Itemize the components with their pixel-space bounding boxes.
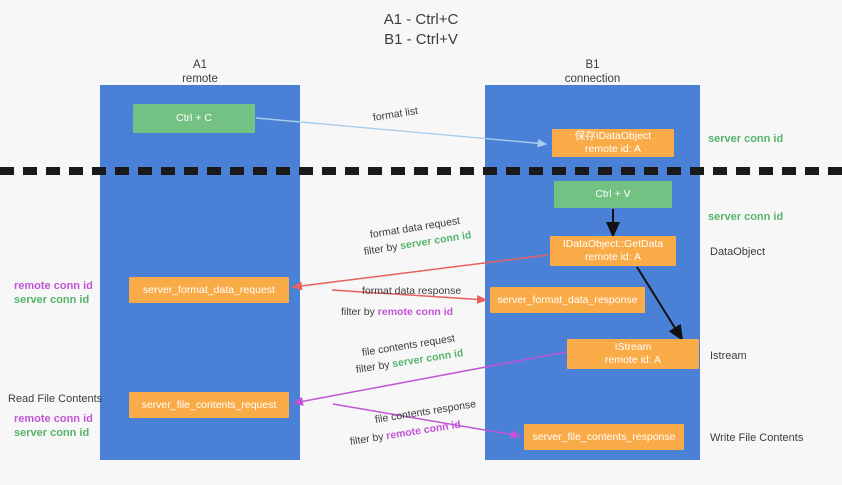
box-idataobject-getdata[interactable]: IDataObject::GetData remote id: A xyxy=(550,236,676,266)
column-a1-name: A1 xyxy=(192,59,208,71)
box-server-format-data-response-label: server_format_data_response xyxy=(497,293,638,306)
box-save-idataobject-line1: 保存IDataObject xyxy=(574,130,652,142)
left-label-remote-conn-id-2: remote conn id xyxy=(14,413,93,425)
box-save-idataobject-line2: remote id: A xyxy=(584,143,642,155)
box-istream-line2: remote id: A xyxy=(604,354,662,366)
left-label-conn-ids-2: remote conn id server conn id xyxy=(14,412,93,440)
left-label-remote-conn-id-1: remote conn id xyxy=(14,280,93,292)
filter-prefix: filter by xyxy=(363,240,402,258)
box-istream-line1: IStream xyxy=(614,341,652,353)
column-b1-sub: connection xyxy=(564,73,621,85)
right-label-write-file-contents: Write File Contents xyxy=(710,432,804,444)
edge-label-format-list: format list xyxy=(372,104,419,124)
column-b1-name: B1 xyxy=(585,59,600,71)
box-ctrl-v-label: Ctrl + V xyxy=(595,188,631,200)
box-server-format-data-request[interactable]: server_format_data_request xyxy=(129,277,289,303)
box-ctrl-v[interactable]: Ctrl + V xyxy=(554,181,672,208)
right-label-server-conn-id-second: server conn id xyxy=(708,211,784,223)
right-label-istream: Istream xyxy=(710,350,747,362)
box-save-idataobject[interactable]: 保存IDataObject remote id: A xyxy=(552,129,674,157)
box-server-file-contents-response-label: server_file_contents_response xyxy=(532,430,676,443)
left-label-read-file-contents: Read File Contents xyxy=(8,393,103,405)
page-title: A1 - Ctrl+C B1 - Ctrl+V xyxy=(0,10,842,50)
box-server-file-contents-request-label: server_file_contents_request xyxy=(141,398,277,411)
title-line-2: B1 - Ctrl+V xyxy=(384,31,458,48)
left-label-server-conn-id-1: server conn id xyxy=(14,294,90,306)
box-server-file-contents-request[interactable]: server_file_contents_request xyxy=(129,392,289,418)
box-server-format-data-request-label: server_format_data_request xyxy=(143,283,275,296)
title-line-1: A1 - Ctrl+C xyxy=(383,11,459,28)
left-label-conn-ids-1: remote conn id server conn id xyxy=(14,279,93,307)
box-istream[interactable]: IStream remote id: A xyxy=(567,339,699,369)
column-header-b1: B1 connection xyxy=(485,58,700,86)
box-ctrl-c-label: Ctrl + C xyxy=(176,112,212,124)
right-label-server-conn-id-top: server conn id xyxy=(708,133,784,145)
column-header-a1: A1 remote xyxy=(100,58,300,86)
right-label-dataobject: DataObject xyxy=(710,246,766,258)
filter-prefix: filter by xyxy=(355,358,394,376)
time-divider-dashed-line xyxy=(0,167,842,175)
filter-prefix: filter by xyxy=(341,306,378,318)
filter-value-remote-conn-id: remote conn id xyxy=(377,306,454,318)
box-getdata-line1: IDataObject::GetData xyxy=(562,238,664,250)
edge-label-format-data-response-filter: filter by remote conn id xyxy=(341,305,453,319)
box-ctrl-c[interactable]: Ctrl + C xyxy=(133,104,255,133)
column-a1-sub: remote xyxy=(182,73,218,85)
box-getdata-line2: remote id: A xyxy=(584,251,642,263)
left-label-server-conn-id-2: server conn id xyxy=(14,427,90,439)
box-server-file-contents-response[interactable]: server_file_contents_response xyxy=(524,424,684,450)
box-server-format-data-response[interactable]: server_format_data_response xyxy=(490,287,645,313)
edge-label-format-data-response: format data response xyxy=(362,285,462,297)
filter-prefix: filter by xyxy=(349,430,388,448)
